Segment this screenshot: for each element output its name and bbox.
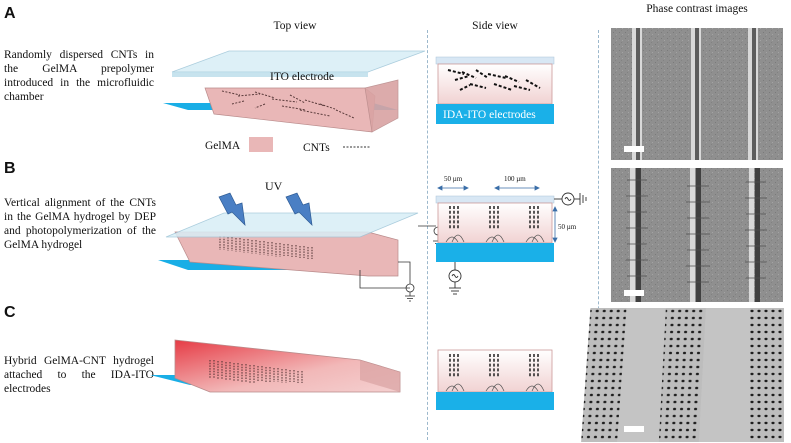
top-view-header: Top view — [273, 20, 317, 32]
panel-b-top-view — [158, 212, 443, 302]
side-view-header: Side view — [472, 20, 518, 32]
cnts-legend-label: CNTs — [303, 142, 330, 154]
panel-b-side-view — [435, 185, 587, 295]
scale-bar-a — [624, 146, 644, 152]
uv-label: UV — [265, 179, 283, 193]
dim-50um-side-label: 50 µm — [558, 223, 577, 231]
ito-electrode-label: ITO electrode — [270, 71, 334, 83]
panel-a-top-view — [163, 50, 426, 133]
divider-right — [598, 30, 599, 440]
panel-b-description: Vertical alignment of the CNTs in the Ge… — [4, 197, 156, 251]
gelma-block-a — [204, 87, 376, 133]
ito-glass-a — [171, 50, 426, 73]
gelma-legend-label: GelMA — [205, 140, 241, 152]
phase-image-a — [611, 28, 783, 160]
panel-a-side-view — [435, 56, 555, 124]
phase-image-c — [581, 308, 784, 442]
panel-c-top-view — [150, 339, 401, 393]
phase-image-b — [611, 168, 783, 302]
ida-ito-electrodes-label: IDA-ITO electrodes — [443, 109, 536, 121]
panel-c-side-view — [436, 349, 554, 410]
panel-a-description: Randomly dispersed CNTs in the GelMA pre… — [4, 49, 154, 103]
panel-letter-a: A — [4, 5, 16, 22]
phase-contrast-header: Phase contrast images — [646, 3, 748, 15]
panel-letter-b: B — [4, 160, 16, 177]
divider-left — [427, 30, 428, 440]
dim-50um-top-label: 50 µm — [444, 175, 463, 183]
scale-bar-c — [624, 426, 644, 432]
scale-bar-b — [624, 290, 644, 296]
panel-letter-c: C — [4, 304, 16, 321]
panel-c-description: Hybrid GelMA-CNT hydrogel attached to th… — [4, 355, 154, 395]
dim-100um-label: 100 µm — [504, 175, 526, 183]
gelma-legend-swatch — [249, 137, 273, 152]
uv-lightning-icon — [218, 192, 313, 226]
